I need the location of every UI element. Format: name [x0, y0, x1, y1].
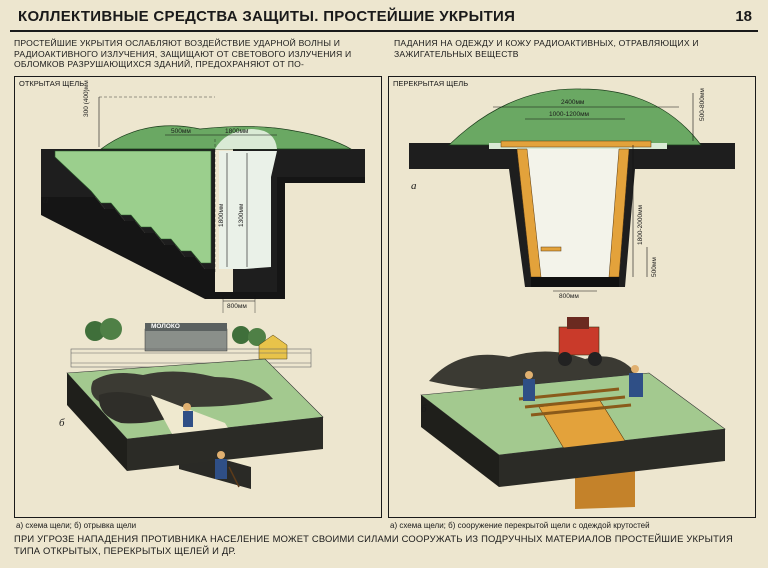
dim-top-left: 500мм [171, 128, 191, 135]
covered-trench-scene [420, 317, 726, 509]
open-trench-section [41, 96, 365, 313]
dim-depth: 1800мм [218, 203, 225, 227]
page-title: КОЛЛЕКТИВНЫЕ СРЕДСТВА ЗАЩИТЫ. ПРОСТЕЙШИЕ… [18, 8, 516, 25]
dim-bench: 500мм [651, 257, 658, 277]
covered-trench-panel: перекрытая щель [388, 76, 756, 518]
covered-trench-caption: а) схема щели; б) сооружение перекрытой … [390, 521, 650, 530]
open-trench-scene [66, 318, 324, 489]
dim-inner-depth: 1300мм [238, 203, 245, 227]
dim-cover: 500-800мм [699, 88, 706, 121]
dim-top-right: 1800мм [225, 128, 249, 135]
intro-text-right: падания на одежду и кожу радиоактивных, … [394, 38, 699, 59]
dim-width-inner: 1000-1200мм [549, 111, 590, 118]
covered-trench-section [409, 88, 735, 292]
header-divider [10, 30, 758, 32]
open-trench-label: открытая щель [19, 79, 85, 88]
dim-bottom-width: 800мм [559, 293, 579, 300]
covered-trench-letter-b: б [421, 403, 427, 415]
open-trench-letter-a: а [43, 194, 49, 206]
open-trench-letter-b: б [59, 417, 65, 429]
covered-trench-illustration [409, 88, 735, 509]
dim-depth: 1800-2000мм [637, 204, 644, 245]
open-trench-caption: а) схема щели; б) отрывка щели [16, 521, 137, 530]
footer-text: При угрозе нападения противника населени… [14, 533, 733, 556]
header: КОЛЛЕКТИВНЫЕ СРЕДСТВА ЗАЩИТЫ. ПРОСТЕЙШИЕ… [10, 4, 758, 28]
dim-bottom-width: 800мм [227, 303, 247, 310]
covered-trench-label: перекрытая щель [393, 79, 469, 88]
shop-sign: МОЛОКО [151, 323, 180, 330]
open-trench-panel: открытая щель [14, 76, 382, 518]
covered-trench-letter-a: а [411, 180, 417, 192]
intro-text-left: Простейшие укрытия ослабляют воздействие… [14, 38, 352, 69]
dim-width-outer: 2400мм [561, 99, 585, 106]
dim-embankment: 300 (400)мм [83, 80, 90, 117]
open-trench-illustration [41, 96, 365, 489]
page-number: 18 [735, 8, 752, 25]
